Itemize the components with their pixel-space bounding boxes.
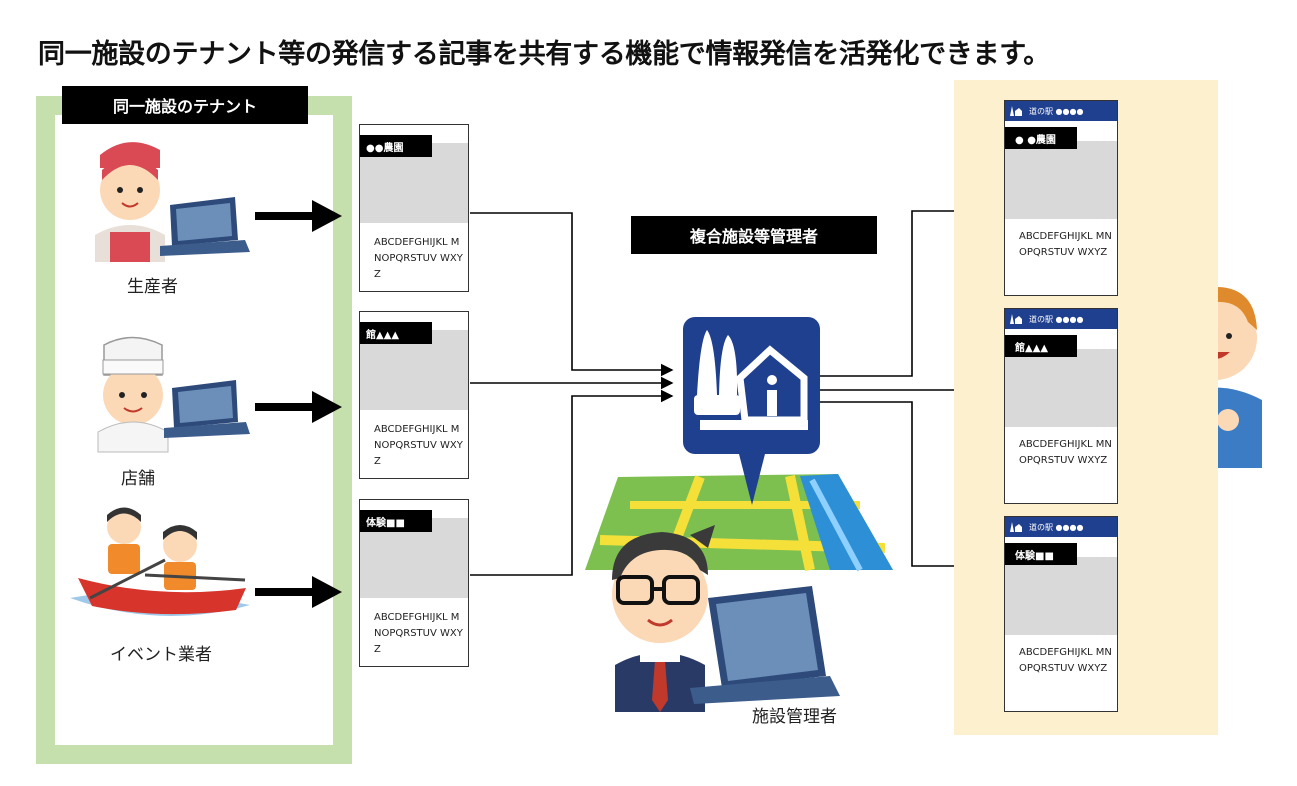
article-source-tag: ● ●農園 — [1005, 127, 1077, 149]
facility-pin-icon — [683, 317, 820, 505]
phone-screen[interactable]: 道の駅 ●●●● 体験■■ ABCDEFGHIJKL MNOPQRSTUV WX… — [1004, 516, 1118, 712]
article-card[interactable]: ●●農園 ABCDEFGHIJKL MNOPQRSTUV WXYZ — [359, 124, 469, 292]
tenant-panel-tab: 同一施設のテナント — [62, 86, 308, 124]
article-image-placeholder — [1005, 141, 1117, 219]
app-header: 道の駅 ●●●● — [1005, 309, 1117, 329]
roadside-station-icon — [1010, 106, 1022, 116]
event-operator-label: イベント業者 — [110, 645, 212, 665]
app-header: 道の駅 ●●●● — [1005, 517, 1117, 537]
article-text: ABCDEFGHIJKL MNOPQRSTUV WXYZ — [374, 612, 463, 655]
tenant-arrows — [255, 200, 342, 608]
page-title: 同一施設のテナント等の発信する記事を共有する機能で情報発信を活発化できます。 — [38, 39, 1050, 70]
article-card[interactable]: 館▲▲▲ ABCDEFGHIJKL MNOPQRSTUV WXYZ — [359, 311, 469, 479]
event-canoe-illustration — [70, 507, 250, 616]
facility-manager-illustration — [612, 525, 840, 712]
app-header-title: 道の駅 ●●●● — [1029, 522, 1084, 532]
article-text: ABCDEFGHIJKL MNOPQRSTUV WXYZ — [1019, 647, 1112, 674]
shop-label: 店舗 — [121, 469, 155, 489]
producer-label: 生産者 — [127, 277, 178, 297]
phone-screen[interactable]: 道の駅 ●●●● 館▲▲▲ ABCDEFGHIJKL MNOPQRSTUV WX… — [1004, 308, 1118, 504]
article-image-placeholder — [1005, 557, 1117, 635]
app-header-title: 道の駅 ●●●● — [1029, 106, 1084, 116]
complex-facility-manager-tab: 複合施設等管理者 — [631, 216, 877, 254]
facility-manager-label: 施設管理者 — [752, 707, 837, 727]
roadside-station-icon — [1010, 522, 1022, 532]
article-card[interactable]: 体験■■ ABCDEFGHIJKL MNOPQRSTUV WXYZ — [359, 499, 469, 667]
article-source-tag: 館▲▲▲ — [360, 322, 432, 344]
app-header-title: 道の駅 ●●●● — [1029, 314, 1084, 324]
roadside-station-icon — [1010, 314, 1022, 324]
producer-illustration — [95, 142, 250, 262]
article-text: ABCDEFGHIJKL MNOPQRSTUV WXYZ — [1019, 439, 1112, 466]
article-source-tag: 体験■■ — [1005, 543, 1077, 565]
article-source-tag: 館▲▲▲ — [1005, 335, 1077, 357]
article-source-tag: 体験■■ — [360, 510, 432, 532]
phone-screen[interactable]: 道の駅 ●●●● ● ●農園 ABCDEFGHIJKL MNOPQRSTUV W… — [1004, 100, 1118, 296]
app-header: 道の駅 ●●●● — [1005, 101, 1117, 121]
article-image-placeholder — [1005, 349, 1117, 427]
shop-owner-illustration — [97, 336, 250, 453]
card-to-manager-connectors — [470, 212, 674, 576]
article-text: ABCDEFGHIJKL MNOPQRSTUV WXYZ — [1019, 231, 1112, 258]
article-text: ABCDEFGHIJKL MNOPQRSTUV WXYZ — [374, 237, 463, 280]
article-source-tag: ●●農園 — [360, 135, 432, 157]
article-text: ABCDEFGHIJKL MNOPQRSTUV WXYZ — [374, 424, 463, 467]
